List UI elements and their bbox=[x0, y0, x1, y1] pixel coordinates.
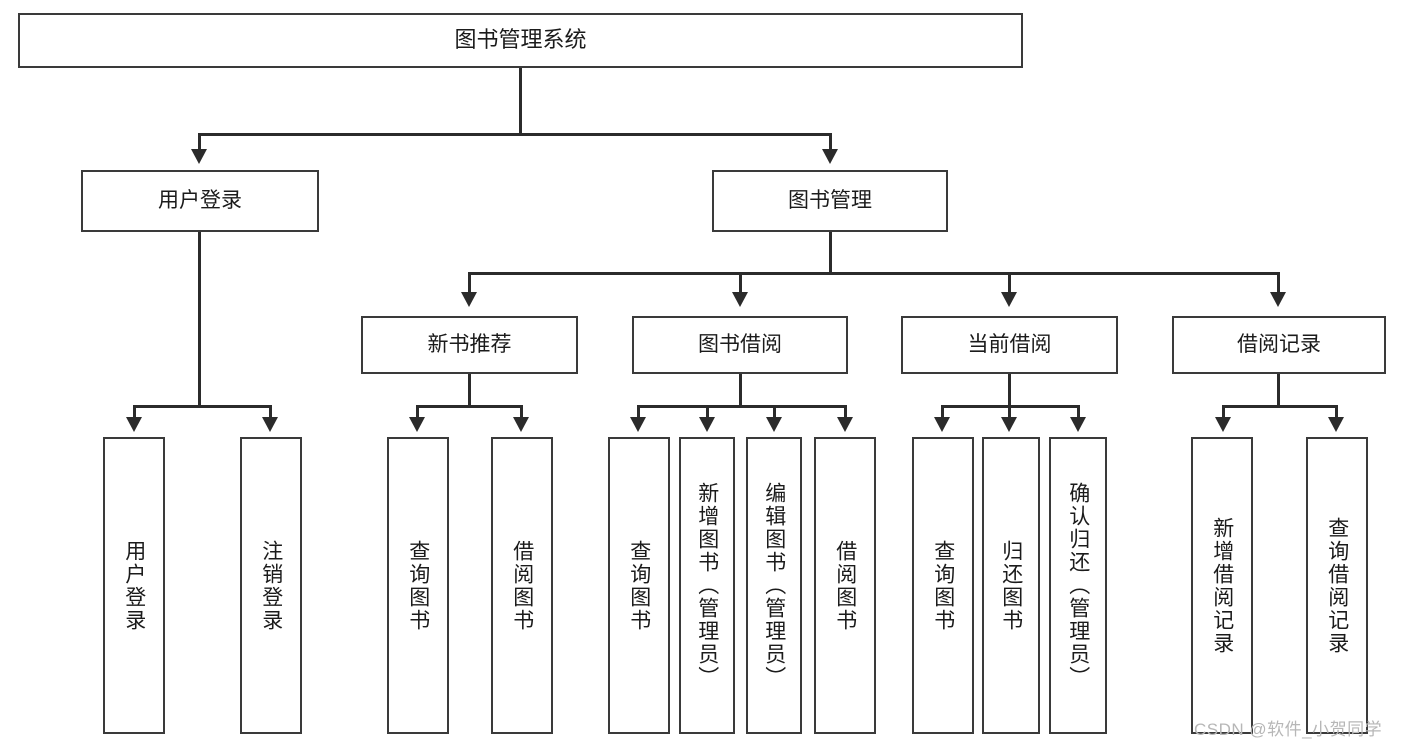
node-label: 查询借阅记录 bbox=[1325, 516, 1349, 655]
node-label: 归还图书 bbox=[999, 539, 1023, 632]
connector-new-book-bus bbox=[416, 405, 522, 408]
connector-l3-drop-3 bbox=[1008, 272, 1011, 293]
arrowhead-leaf-query-book-c bbox=[934, 417, 950, 432]
connector-root-bus bbox=[198, 133, 832, 136]
node-label: 用户登录 bbox=[158, 189, 242, 213]
connector-borrow-record-stem bbox=[1277, 374, 1280, 407]
leaf-query-book-borrow[interactable]: 查询图书 bbox=[608, 437, 670, 734]
connector-book-borrow-bus bbox=[637, 405, 847, 408]
node-book-manage[interactable]: 图书管理 bbox=[712, 170, 948, 232]
connector-borrow-record-bus bbox=[1222, 405, 1338, 408]
arrowhead-leaf-add-book bbox=[699, 417, 715, 432]
node-label: 查询图书 bbox=[627, 539, 651, 632]
arrowhead-leaf-add-record bbox=[1215, 417, 1231, 432]
leaf-borrow-book-recommend[interactable]: 借阅图书 bbox=[491, 437, 553, 734]
node-label: 新增图书（管理员） bbox=[695, 482, 719, 689]
connector-root-stem bbox=[519, 68, 522, 134]
leaf-edit-book-admin[interactable]: 编辑图书（管理员） bbox=[746, 437, 802, 734]
connector-cb-drop-1 bbox=[941, 405, 944, 418]
node-label: 当前借阅 bbox=[967, 333, 1052, 357]
node-label: 编辑图书（管理员） bbox=[762, 482, 786, 689]
node-label: 查询图书 bbox=[931, 539, 955, 632]
arrowhead-leaf-user-login bbox=[126, 417, 142, 432]
arrowhead-leaf-borrow-book-b bbox=[837, 417, 853, 432]
node-label: 确认归还（管理员） bbox=[1066, 482, 1090, 689]
node-label: 借阅图书 bbox=[510, 539, 534, 632]
arrowhead-book-manage bbox=[822, 149, 838, 164]
connector-level3-bus bbox=[468, 272, 1280, 275]
node-label: 借阅记录 bbox=[1237, 333, 1321, 357]
node-label: 借阅图书 bbox=[833, 539, 857, 632]
connector-l3-drop-1 bbox=[468, 272, 471, 293]
node-label: 新书推荐 bbox=[427, 333, 512, 357]
arrowhead-leaf-return-book bbox=[1001, 417, 1017, 432]
leaf-query-borrow-record[interactable]: 查询借阅记录 bbox=[1306, 437, 1368, 734]
leaf-query-book-current[interactable]: 查询图书 bbox=[912, 437, 974, 734]
arrowhead-leaf-query-record bbox=[1328, 417, 1344, 432]
connector-book-manage-stem bbox=[829, 232, 832, 274]
connector-l3-drop-4 bbox=[1277, 272, 1280, 293]
connector-user-login-bus bbox=[133, 405, 271, 408]
connector-br-drop-2 bbox=[1335, 405, 1338, 418]
node-label: 用户登录 bbox=[122, 539, 146, 632]
leaf-return-book[interactable]: 归还图书 bbox=[982, 437, 1040, 734]
connector-l3-drop-2 bbox=[739, 272, 742, 293]
connector-new-book-stem bbox=[468, 374, 471, 407]
connector-bb-drop-4 bbox=[844, 405, 847, 418]
connector-cb-drop-2 bbox=[1008, 405, 1011, 418]
node-label: 查询图书 bbox=[406, 539, 430, 632]
node-borrow-record[interactable]: 借阅记录 bbox=[1172, 316, 1386, 374]
node-new-book-recommend[interactable]: 新书推荐 bbox=[361, 316, 578, 374]
connector-bb-drop-1 bbox=[637, 405, 640, 418]
connector-user-login-drop-1 bbox=[133, 405, 136, 418]
arrowhead-leaf-borrow-book-a bbox=[513, 417, 529, 432]
arrowhead-leaf-logout bbox=[262, 417, 278, 432]
leaf-logout[interactable]: 注销登录 bbox=[240, 437, 302, 734]
arrowhead-leaf-confirm-return bbox=[1070, 417, 1086, 432]
leaf-query-book-recommend[interactable]: 查询图书 bbox=[387, 437, 449, 734]
connector-user-login-drop-2 bbox=[269, 405, 272, 418]
node-book-borrow[interactable]: 图书借阅 bbox=[632, 316, 848, 374]
leaf-add-borrow-record[interactable]: 新增借阅记录 bbox=[1191, 437, 1253, 734]
csdn-watermark: CSDN @软件_小贺同学 bbox=[1194, 720, 1383, 739]
connector-root-to-user-login bbox=[198, 133, 201, 151]
arrowhead-current-borrow bbox=[1001, 292, 1017, 307]
leaf-add-book-admin[interactable]: 新增图书（管理员） bbox=[679, 437, 735, 734]
node-label: 注销登录 bbox=[259, 539, 283, 632]
arrowhead-new-book-recommend bbox=[461, 292, 477, 307]
connector-bb-drop-2 bbox=[706, 405, 709, 418]
arrowhead-user-login bbox=[191, 149, 207, 164]
connector-cb-drop-3 bbox=[1077, 405, 1080, 418]
connector-br-drop-1 bbox=[1222, 405, 1225, 418]
arrowhead-borrow-record bbox=[1270, 292, 1286, 307]
arrowhead-leaf-query-book-b bbox=[630, 417, 646, 432]
node-label: 图书管理系统 bbox=[454, 27, 587, 53]
connector-newbook-drop-1 bbox=[416, 405, 419, 418]
arrowhead-book-borrow bbox=[732, 292, 748, 307]
connector-book-borrow-stem bbox=[739, 374, 742, 407]
node-label: 图书借阅 bbox=[698, 333, 782, 357]
connector-bb-drop-3 bbox=[773, 405, 776, 418]
connector-newbook-drop-2 bbox=[520, 405, 523, 418]
node-current-borrow[interactable]: 当前借阅 bbox=[901, 316, 1118, 374]
node-label: 图书管理 bbox=[788, 189, 872, 213]
leaf-confirm-return-admin[interactable]: 确认归还（管理员） bbox=[1049, 437, 1107, 734]
connector-root-to-book-manage bbox=[829, 133, 832, 151]
node-root-system[interactable]: 图书管理系统 bbox=[18, 13, 1023, 68]
leaf-user-login[interactable]: 用户登录 bbox=[103, 437, 165, 734]
node-label: 新增借阅记录 bbox=[1210, 516, 1234, 655]
connector-user-login-stem bbox=[198, 232, 201, 407]
node-user-login[interactable]: 用户登录 bbox=[81, 170, 319, 232]
connector-current-borrow-stem bbox=[1008, 374, 1011, 407]
leaf-borrow-book[interactable]: 借阅图书 bbox=[814, 437, 876, 734]
arrowhead-leaf-edit-book bbox=[766, 417, 782, 432]
arrowhead-leaf-query-book-a bbox=[409, 417, 425, 432]
